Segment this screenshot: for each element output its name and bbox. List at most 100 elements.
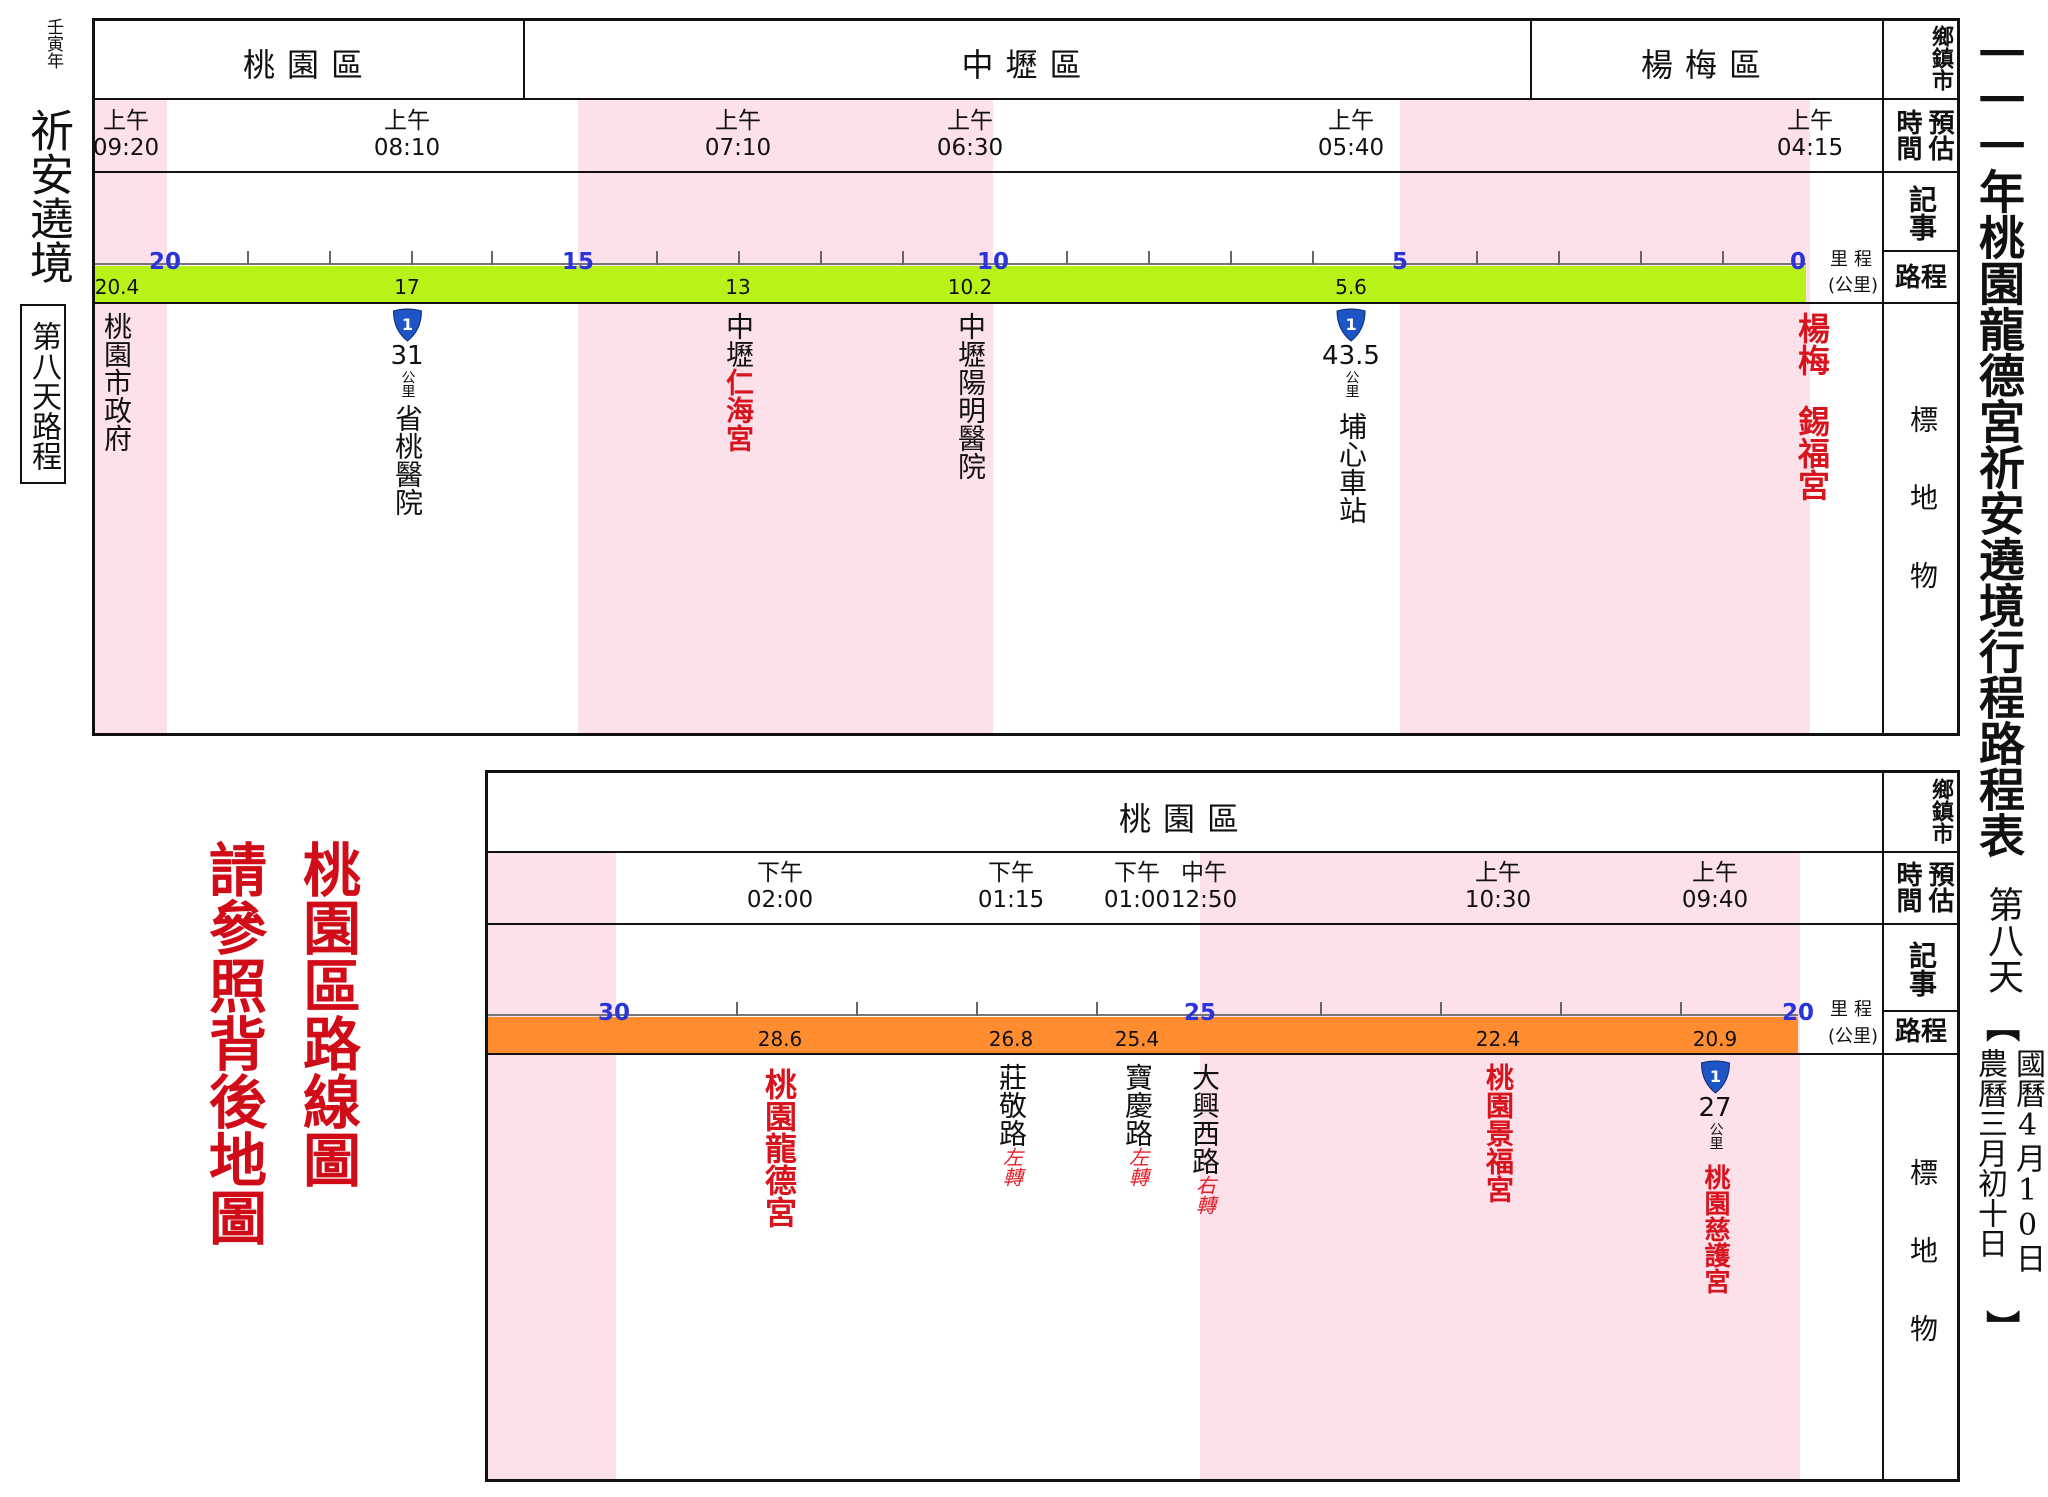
landmark: 錫福宮 [1793,405,1831,501]
tick [738,251,740,265]
route-bar [488,1017,1798,1053]
gregorian-date: 國曆4月10日 [2010,1048,2045,1273]
landmark: 中壢 陽明醫院 [954,312,987,480]
km-label: 28.6 [757,1027,803,1051]
landmark: 桃園景福宮 [1482,1063,1515,1203]
tick [1722,251,1724,265]
scale-number: 20 [1781,1000,1815,1026]
header-landmarks: 標地物 [1906,1158,1939,1392]
km-label: 25.4 [1114,1027,1160,1051]
scale-number: 0 [1789,249,1807,275]
divider [1530,18,1532,100]
landmark: 1 31 公里 省桃醫院 [390,308,424,516]
header-district: 鄉鎮市 [1928,25,1953,91]
scale-number: 5 [1391,249,1409,275]
tick [491,251,493,265]
bracket-top: 【 [1981,1008,2021,1042]
tick [1320,1002,1322,1016]
band [488,853,616,1479]
tick [1476,251,1478,265]
scale-line [488,1014,1798,1016]
year-label: 壬寅年 [43,18,63,69]
tick [820,251,822,265]
header-time: 預估時間 [1892,109,1954,161]
tick [1230,251,1232,265]
bracket-bottom: 】 [1981,1310,2021,1344]
divider [485,1053,1960,1055]
header-district: 鄉鎮市 [1928,778,1953,844]
km-label: 13 [725,275,751,299]
km-label: 17 [394,275,420,299]
divider [92,302,1960,304]
header-route: 路程 [1894,1017,1947,1047]
district-yangmei: 楊梅區 [1640,46,1773,84]
day-box: 第八天路程 [20,304,66,484]
tick [736,1002,738,1016]
landmark: 楊梅 [1793,312,1831,376]
scale-label: 里程 [1830,999,1878,1020]
header-route: 路程 [1894,263,1947,293]
tick [1066,251,1068,265]
landmark: 桃園龍德宮 [760,1068,798,1228]
band [1400,100,1810,733]
landmark: 大興西路 右轉 [1188,1063,1221,1215]
tick [411,251,413,265]
landmark: 桃園市政府 [100,312,133,452]
freeway-1-shield-icon: 1 [1700,1060,1730,1094]
scale-number: 30 [597,1000,631,1026]
divider [92,171,1960,173]
freeway-1-shield-icon: 1 [392,308,422,342]
tick [976,1002,978,1016]
scale-number: 25 [1183,1000,1217,1026]
divider [1882,770,1884,1482]
scale-unit: (公里) [1827,275,1878,296]
divider [1882,18,1884,736]
tick [1640,251,1642,265]
scale-label: 里程 [1830,249,1878,270]
tick [1440,1002,1442,1016]
scale-number: 10 [976,249,1010,275]
header-landmarks: 標地物 [1906,405,1939,639]
district-taoyuan: 桃園區 [1118,800,1251,838]
landmark: 中壢 仁海宮 [722,312,755,452]
divider [485,923,1960,925]
route-bar [95,266,1806,302]
km-label: 26.8 [988,1027,1034,1051]
divider [1884,1010,1960,1012]
divider [523,18,525,100]
landmark: 1 27 公里 桃園慈護宮 [1698,1060,1732,1294]
day-title: 第八天 [1982,886,2023,994]
scale-number: 20 [148,249,182,275]
band [1200,853,1800,1479]
km-label: 20.4 [94,275,140,299]
left-title: 祈安遶境 [22,108,73,284]
district-taoyuan: 桃園區 [242,46,375,84]
tick [856,1002,858,1016]
svg-text:1: 1 [1709,1067,1720,1086]
tick [1558,251,1560,265]
svg-text:1: 1 [401,315,412,334]
landmark: 1 43.5 公里 埔心車站 [1322,308,1380,524]
notice-route-map: 桃園區路線圖 [293,840,361,1188]
divider [1884,250,1960,252]
lunar-date: 農曆三月初十日 [1972,1048,2007,1258]
scale-number: 15 [561,249,595,275]
landmark: 寶慶路 左轉 [1121,1063,1154,1187]
tick [1680,1002,1682,1016]
header-time: 預估時間 [1892,861,1954,913]
band [95,100,167,733]
district-zhongli: 中壢區 [961,46,1094,84]
tick [1096,1002,1098,1016]
